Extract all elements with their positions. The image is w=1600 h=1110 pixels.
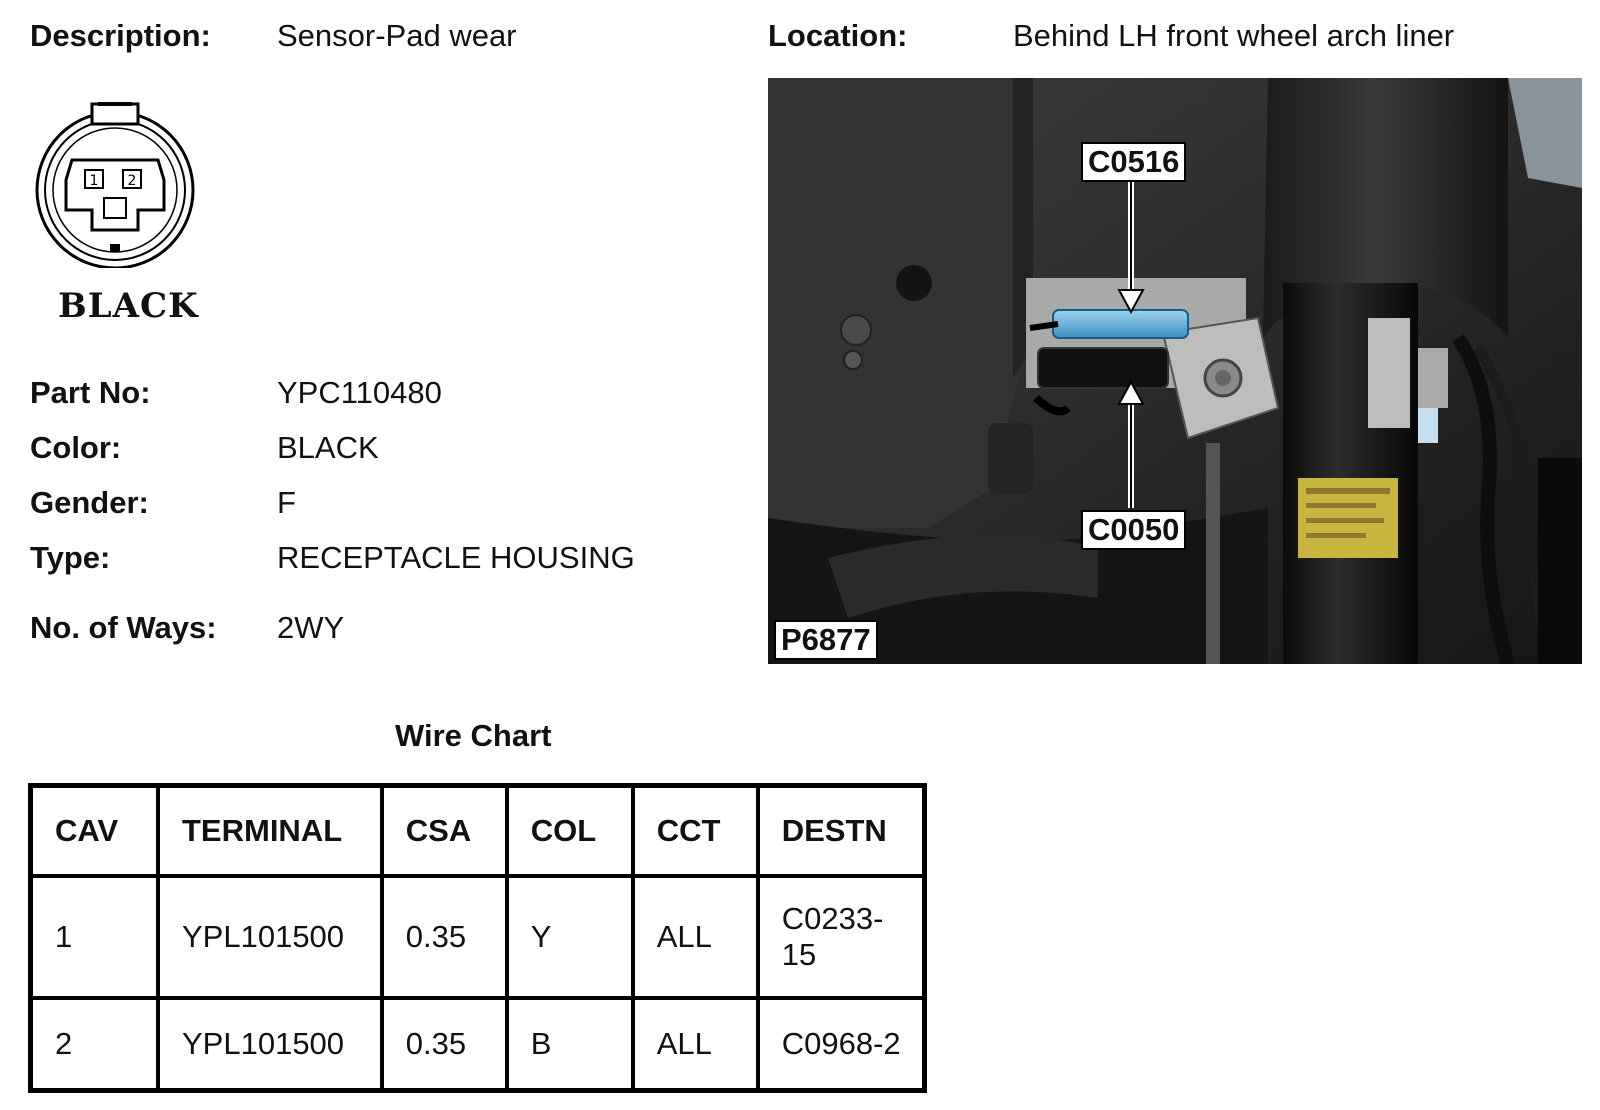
cell-terminal: YPL101500 (156, 996, 384, 1093)
cell-cct: ALL (630, 996, 760, 1093)
cell-csa: 0.35 (379, 874, 509, 1000)
type-value: RECEPTACLE HOUSING (277, 540, 635, 575)
gender-label: Gender: (30, 485, 149, 520)
cell-csa: 0.35 (379, 996, 509, 1093)
cell-col: B (504, 996, 635, 1093)
callout-c0050: C0050 (1081, 510, 1187, 550)
cell-destn: C0968-2 (755, 996, 927, 1093)
connector-face-icon: 1 2 (35, 102, 195, 268)
color-label: Color: (30, 430, 122, 465)
cell-cav: 2 (28, 996, 160, 1093)
col-header-csa: CSA (379, 783, 509, 878)
pin-2-label: 2 (128, 173, 137, 189)
connector-color-caption: BLACK (58, 286, 199, 326)
table-row: 1 YPL101500 0.35 Y ALL C0233-15 (28, 874, 927, 1000)
col-header-terminal: TERMINAL (156, 783, 384, 878)
callout-c0516: C0516 (1081, 142, 1187, 182)
type-label: Type: (30, 540, 111, 575)
color-value: BLACK (277, 430, 379, 465)
table-row: 2 YPL101500 0.35 B ALL C0968-2 (28, 996, 927, 1093)
description-label: Description: (30, 18, 211, 53)
cell-terminal: YPL101500 (156, 874, 384, 1000)
wire-chart-title: Wire Chart (395, 718, 552, 753)
ways-label: No. of Ways: (30, 610, 217, 645)
cell-col: Y (504, 874, 635, 1000)
table-header-row: CAV TERMINAL CSA COL CCT DESTN (28, 783, 927, 878)
part-no-label: Part No: (30, 375, 151, 410)
description-value: Sensor-Pad wear (277, 18, 517, 53)
cell-destn: C0233-15 (755, 874, 927, 1000)
location-value: Behind LH front wheel arch liner (1013, 18, 1455, 53)
location-label: Location: (768, 18, 908, 53)
vehicle-photo-illustration (768, 78, 1582, 664)
col-header-col: COL (504, 783, 635, 878)
pin-1-label: 1 (90, 173, 99, 189)
gender-value: F (277, 485, 296, 520)
cell-cct: ALL (630, 874, 760, 1000)
photo-reference: P6877 (774, 620, 878, 660)
location-photo: C0516 C0050 P6877 (768, 78, 1582, 664)
col-header-cct: CCT (630, 783, 760, 878)
cell-cav: 1 (28, 874, 160, 1000)
col-header-cav: CAV (28, 783, 160, 878)
col-header-destn: DESTN (755, 783, 927, 878)
ways-value: 2WY (277, 610, 345, 645)
part-no-value: YPC110480 (277, 375, 442, 410)
wire-chart-table: CAV TERMINAL CSA COL CCT DESTN 1 YPL1015… (28, 783, 927, 1093)
